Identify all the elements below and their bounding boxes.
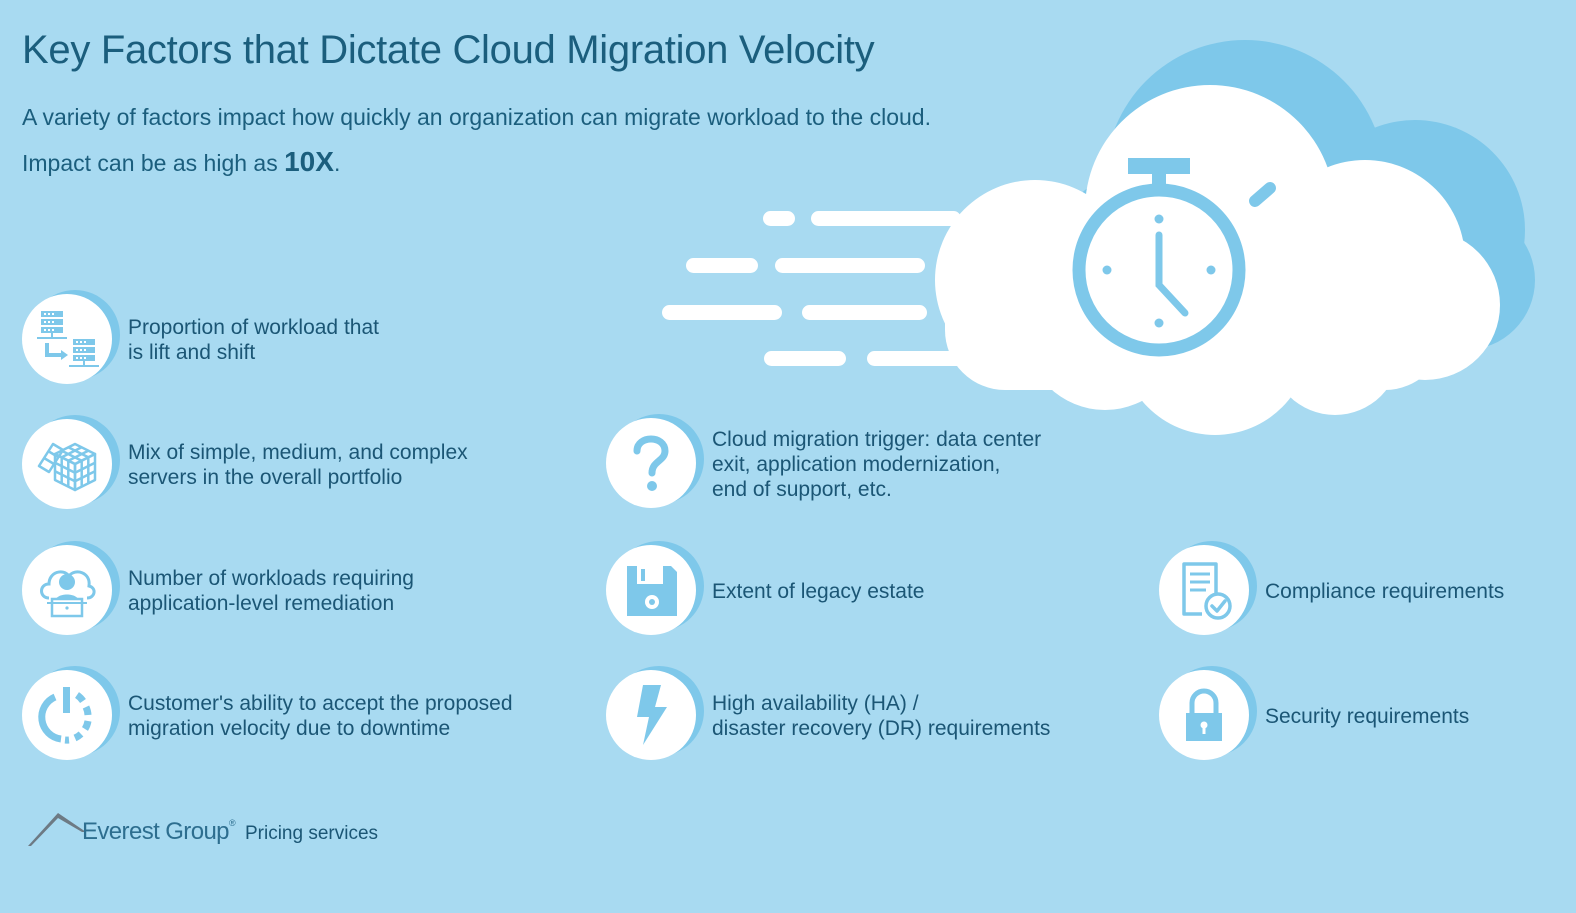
factor-label-line: Extent of legacy estate bbox=[712, 579, 925, 603]
subtitle-line-2: Impact can be as high as 10X. bbox=[22, 146, 340, 178]
cube-complexity-icon bbox=[37, 442, 97, 492]
factor-security: Security requirements bbox=[1159, 666, 1469, 762]
compliance-document-check-icon bbox=[1182, 562, 1232, 620]
factor-badge bbox=[1159, 666, 1257, 762]
registered-mark: ® bbox=[228, 818, 236, 828]
factor-badge bbox=[606, 666, 704, 762]
factor-label: Compliance requirements bbox=[1265, 579, 1504, 604]
lightning-bolt-icon bbox=[637, 685, 667, 745]
factor-app-remediation: Number of workloads requiring applicatio… bbox=[22, 541, 414, 637]
factor-downtime-acceptance: Customer's ability to accept the propose… bbox=[22, 666, 513, 762]
subtitle-line-1: A variety of factors impact how quickly … bbox=[22, 104, 931, 130]
everest-group-logo: Everest Group® Pricing services bbox=[28, 810, 378, 846]
stopwatch bbox=[1072, 158, 1276, 357]
factor-badge bbox=[1159, 541, 1257, 637]
factor-label-line: application-level remediation bbox=[128, 592, 395, 615]
cloud-user-laptop-icon bbox=[40, 570, 96, 618]
floppy-disk-icon bbox=[627, 566, 677, 616]
factor-label: Proportion of workload that is lift and … bbox=[128, 315, 379, 365]
speed-lines bbox=[662, 211, 967, 366]
service-name: Pricing services bbox=[244, 823, 379, 844]
factor-badge bbox=[606, 414, 704, 510]
factor-badge bbox=[606, 541, 704, 637]
factor-badge bbox=[22, 290, 120, 386]
mountain-peak-icon bbox=[28, 813, 86, 846]
factor-label-line: Cloud migration trigger: data center bbox=[712, 427, 1042, 451]
factor-server-mix: Mix of simple, medium, and complex serve… bbox=[22, 415, 468, 511]
padlock-icon bbox=[1186, 688, 1222, 741]
factor-label-line: Security requirements bbox=[1265, 704, 1470, 728]
brand-text: Everest Group bbox=[82, 818, 230, 845]
factor-label-line: High availability (HA) / bbox=[712, 692, 919, 715]
factor-label-line: migration velocity due to downtime bbox=[128, 717, 451, 740]
factor-label-line: end of support, etc. bbox=[712, 477, 892, 501]
stopwatch-in-cloud-icon bbox=[662, 40, 1535, 435]
factor-label-line: disaster recovery (DR) requirements bbox=[712, 717, 1051, 740]
factor-migration-trigger: Cloud migration trigger: data center exi… bbox=[606, 414, 1041, 510]
factor-compliance: Compliance requirements bbox=[1159, 541, 1504, 637]
factor-label: Extent of legacy estate bbox=[712, 579, 924, 604]
factor-legacy-estate: Extent of legacy estate bbox=[606, 541, 924, 637]
factor-badge bbox=[22, 541, 120, 637]
factor-label-line: Proportion of workload that bbox=[128, 316, 379, 339]
factor-label: Security requirements bbox=[1265, 704, 1469, 729]
question-mark-icon bbox=[633, 435, 669, 491]
factor-label: Mix of simple, medium, and complex serve… bbox=[128, 440, 468, 490]
factor-label-line: is lift and shift bbox=[128, 341, 256, 364]
factor-label-line: Mix of simple, medium, and complex bbox=[128, 441, 468, 464]
impact-multiplier: 10X bbox=[284, 146, 334, 177]
factor-label-line: Customer's ability to accept the propose… bbox=[128, 692, 513, 715]
factor-label: High availability (HA) / disaster recove… bbox=[712, 691, 1050, 741]
brand-name: Everest Group® bbox=[82, 818, 236, 846]
factor-lift-and-shift: Proportion of workload that is lift and … bbox=[22, 290, 379, 386]
page-title: Key Factors that Dictate Cloud Migration… bbox=[22, 28, 875, 72]
factor-label: Customer's ability to accept the propose… bbox=[128, 691, 513, 741]
factor-label-line: Compliance requirements bbox=[1265, 579, 1505, 603]
factor-label-line: Number of workloads requiring bbox=[128, 567, 414, 590]
factor-label: Cloud migration trigger: data center exi… bbox=[712, 427, 1041, 502]
factor-label-line: exit, application modernization, bbox=[712, 452, 1001, 476]
factor-badge bbox=[22, 415, 120, 511]
factor-badge bbox=[22, 666, 120, 762]
factor-label: Number of workloads requiring applicatio… bbox=[128, 566, 414, 616]
server-migration-icon bbox=[37, 311, 99, 367]
factor-label-line: servers in the overall portfolio bbox=[128, 466, 403, 489]
factor-ha-dr: High availability (HA) / disaster recove… bbox=[606, 666, 1050, 762]
subtitle-prefix: Impact can be as high as bbox=[22, 150, 285, 176]
subtitle-suffix: . bbox=[333, 150, 341, 176]
power-downtime-icon bbox=[38, 687, 92, 744]
